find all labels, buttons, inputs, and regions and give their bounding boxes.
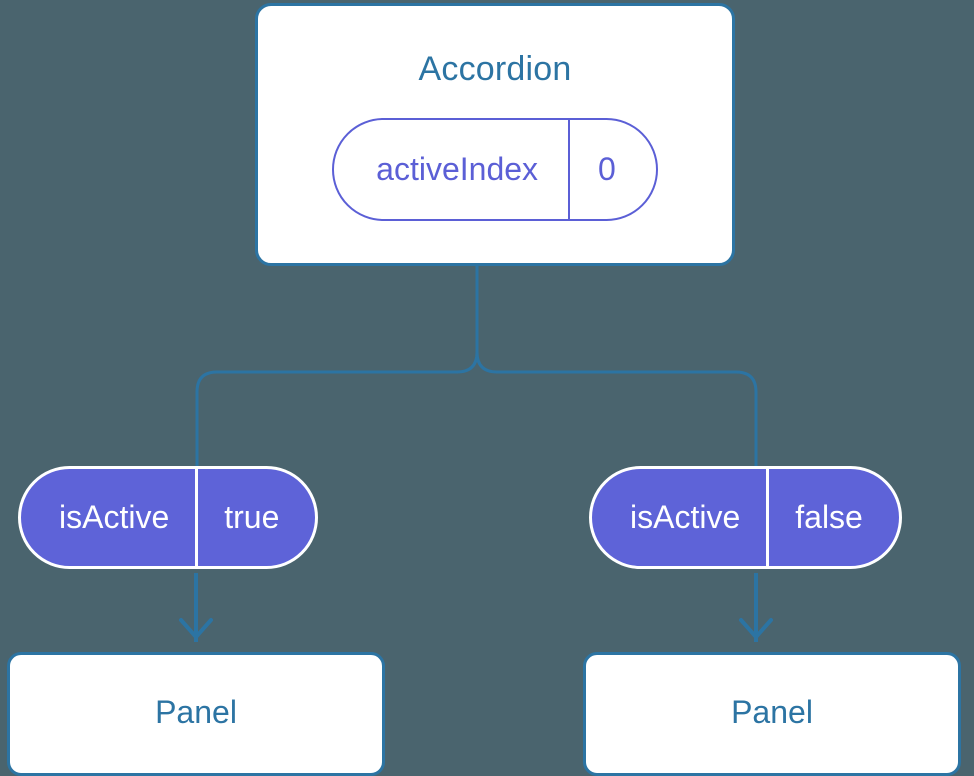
prop-pill-is-active-true[interactable]: isActive true	[18, 466, 319, 569]
prop-pill-value: false	[795, 499, 863, 535]
state-pill-divider	[568, 120, 571, 219]
state-pill-active-index[interactable]: activeIndex 0	[332, 118, 658, 221]
panel-label: Panel	[155, 693, 237, 730]
component-card-panel-right[interactable]: Panel	[583, 652, 961, 776]
prop-pill-key: isActive	[630, 499, 741, 535]
component-card-panel-left[interactable]: Panel	[7, 652, 385, 776]
arrow-head-right-icon	[739, 618, 773, 639]
connector-to-left-pill	[195, 264, 479, 468]
prop-pill-divider	[195, 469, 199, 566]
prop-pill-value: true	[224, 499, 280, 535]
component-title: Accordion	[418, 50, 572, 88]
arrow-head-left-icon	[179, 618, 213, 639]
connector-to-right-pill	[475, 264, 758, 468]
state-pill-value: 0	[598, 151, 616, 187]
prop-pill-key: isActive	[59, 499, 170, 535]
panel-label: Panel	[731, 693, 813, 730]
state-pill-key: activeIndex	[376, 151, 539, 187]
prop-pill-divider	[766, 469, 770, 566]
component-card-accordion[interactable]: Accordion activeIndex 0	[255, 3, 735, 266]
prop-pill-is-active-false[interactable]: isActive false	[589, 466, 902, 569]
